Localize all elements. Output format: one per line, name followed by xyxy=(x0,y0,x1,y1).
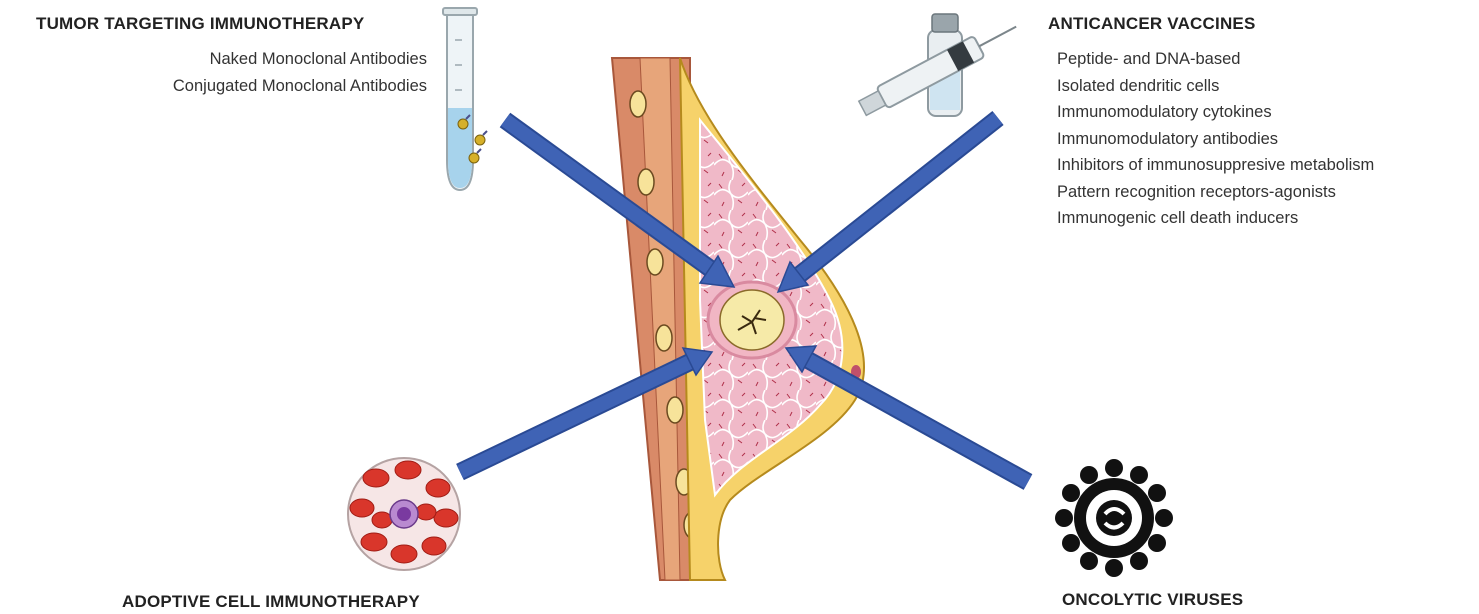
list-item: Immunogenic cell death inducers xyxy=(1057,205,1374,232)
list-item: Isolated dendritic cells xyxy=(1057,73,1374,100)
tumor-targeting-title: TUMOR TARGETING IMMUNOTHERAPY xyxy=(36,14,364,34)
list-item: Peptide- and DNA-based xyxy=(1057,46,1374,73)
vaccine-syringe-icon xyxy=(857,14,1022,119)
oncolytic-viruses-title: ONCOLYTIC VIRUSES xyxy=(1062,590,1243,610)
list-item: Immunomodulatory cytokines xyxy=(1057,99,1374,126)
test-tube-icon xyxy=(443,8,487,190)
arrow-anticancer-vaccines xyxy=(778,118,998,292)
list-item: Conjugated Monoclonal Antibodies xyxy=(173,73,427,100)
virus-icon xyxy=(1055,459,1173,577)
list-item: Inhibitors of immunosuppresive metabolis… xyxy=(1057,152,1374,179)
blood-cells-icon xyxy=(348,458,460,570)
list-item: Naked Monoclonal Antibodies xyxy=(173,46,427,73)
tumor-targeting-list: Naked Monoclonal Antibodies Conjugated M… xyxy=(173,46,427,99)
breast-tissue-illustration xyxy=(612,58,864,580)
adoptive-cell-title: ADOPTIVE CELL IMMUNOTHERAPY xyxy=(122,592,420,612)
list-item: Pattern recognition receptors-agonists xyxy=(1057,179,1374,206)
anticancer-vaccines-title: ANTICANCER VACCINES xyxy=(1048,14,1256,34)
tumor xyxy=(708,282,796,358)
list-item: Immunomodulatory antibodies xyxy=(1057,126,1374,153)
anticancer-vaccines-list: Peptide- and DNA-based Isolated dendriti… xyxy=(1057,46,1374,232)
